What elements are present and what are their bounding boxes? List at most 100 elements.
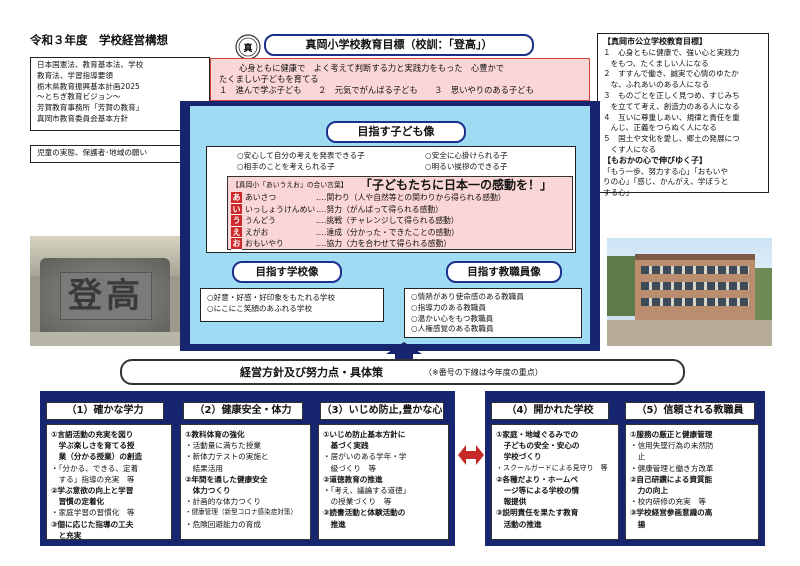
document-title: 令和３年度 学校経営構想 xyxy=(30,33,168,47)
aiueo-table: ああいさつ ‥‥関わり（人や自然等との関わりから得られる感動） いいっしょうけんめ… xyxy=(231,192,506,250)
column-line: ②学ぶ意欲の向上と学習 xyxy=(51,486,134,496)
column-line: 力の向上 xyxy=(630,486,668,496)
school-goal-title: 真岡小学校教育目標（校訓：「登高」） xyxy=(264,34,534,56)
stone-engraving: 登高 xyxy=(68,276,144,316)
child-image-box: ○安心して自分の考えを発表できる子 ○安全に心掛けられる子 ○相手のことを考えら… xyxy=(206,146,576,253)
column-line: 推進 xyxy=(323,519,346,529)
column-line: ・信用失墜行為の未然防 xyxy=(630,441,714,451)
column-line: ・計画的な体力つくり xyxy=(185,497,261,507)
city-goal-line: ５ 国土や文化を愛し、郷土の発展につ xyxy=(603,134,740,144)
column-line: ・健康管理と働き方改革 xyxy=(630,463,714,473)
aiueo-box: 【真岡小「あいうえお」の合い言葉】 「子どもたちに日本一の感動を！」 ああいさつ… xyxy=(227,176,573,250)
double-arrow-stem xyxy=(466,451,476,459)
policy-header: 経営方針及び努力点・具体策 （※番号の下線は今年度の重点） xyxy=(120,359,685,385)
column-line: ・家庭学習の習慣化 等 xyxy=(51,508,135,518)
policy-column: ①教科体育の強化 ・活動量に満ちた授業 ・新体力テストの実施と 結果活用 ②年間… xyxy=(180,424,311,540)
aiueo-word: うんどう xyxy=(245,216,276,225)
policy-column: ①家庭・地域ぐるみでの 子どもの安全・安心の 学校づくり ・スクールガードによる… xyxy=(491,424,619,540)
city-goal-line: ４ 互いに尊重しあい、規律と責任を重 xyxy=(603,112,740,122)
aiueo-row: いいっしょうけんめい‥‥努力（がんばって得られる感動） xyxy=(231,203,506,215)
child-item: ○相手のことを考えられる子 xyxy=(237,162,335,171)
kana-badge: お xyxy=(231,238,242,250)
staff-image-item: ○人権感覚のある教職員 xyxy=(411,324,494,334)
double-arrow-right-icon xyxy=(476,445,484,465)
policy-column: ①いじめ防止基本方針に 基づく実践 ・居がいのある学年・学 級づくり 等 ②道徳… xyxy=(318,424,449,540)
column-line: ・活動量に満ちた授業 xyxy=(185,441,261,451)
column-title: （5）信頼される教職員 xyxy=(625,402,755,420)
slogan: 「子どもたちに日本一の感動を！」 xyxy=(360,178,553,192)
up-arrow-icon xyxy=(386,342,422,354)
child-item: ○安心して自分の考えを発表できる子 xyxy=(237,151,365,160)
school-goal-box: 心身ともに健康で よく考えて判断する力と実践力をもった 心豊かで たくましい子ど… xyxy=(210,58,590,101)
column-line: ・危険回避能力の育成 xyxy=(185,519,261,529)
school-building-photo xyxy=(607,238,772,346)
school-goal-line: たくましい子どもを育てる xyxy=(219,74,319,84)
policy-note: （※番号の下線は今年度の重点） xyxy=(424,368,543,377)
laws-line: 栃木県教育振興基本計画2025 xyxy=(37,81,140,91)
kana-badge: え xyxy=(231,226,242,238)
stone-photo: 登高 xyxy=(30,236,180,346)
aiueo-desc: ‥‥関わり（人や自然等との関わりから得られる感動） xyxy=(316,193,506,202)
aiueo-word: いっしょうけんめい xyxy=(245,204,316,214)
column-line: ①教科体育の強化 xyxy=(185,430,245,439)
staff-image-title: 目指す教職員像 xyxy=(446,261,562,283)
double-arrow-left-icon xyxy=(458,445,466,465)
column-line: ①服務の厳正と健康管理 xyxy=(630,430,713,439)
column-line: ②道徳教育の推進 xyxy=(323,474,383,484)
column-line: ③個に応じた指導の工夫 xyxy=(51,519,134,529)
aiueo-row: ええがお‥‥達成（分かった・できたことの感動） xyxy=(231,226,506,238)
svg-text:真: 真 xyxy=(243,42,252,54)
school-image-item: ○好意・好感・好印象をもたれる学校 xyxy=(207,293,336,302)
column-line: ・校内研修の充実 等 xyxy=(630,497,706,507)
laws-line: 日本国憲法、教育基本法、学校 xyxy=(37,60,144,69)
kokoro-line: する心」 xyxy=(603,188,634,198)
kana-badge: あ xyxy=(231,192,242,204)
city-goal-line: １ 心身ともに健康で、強い心と実践力 xyxy=(603,47,740,57)
city-goal-box: 【真岡市公立学校教育目標】 １ 心身ともに健康で、強い心と実践力 をもつ、たくま… xyxy=(597,33,769,197)
column-line: ②年間を通した健康安全 xyxy=(185,474,268,484)
column-line: ②各種だより・ホームペ xyxy=(496,474,578,484)
column-line: ①家庭・地域ぐるみでの xyxy=(496,430,579,439)
column-line: と充実 xyxy=(51,530,82,540)
column-line: 止 xyxy=(630,452,646,462)
column-title: （4）開かれた学校 xyxy=(491,402,609,420)
staff-image-item: ○指導力のある教職員 xyxy=(411,302,486,312)
city-goal-line: を立てて考え、創造力のある人になる xyxy=(603,101,740,111)
column-line: 子どもの安全・安心の xyxy=(496,441,580,451)
policy-column: ①言語活動の充実を図り 学ぶ楽しさを育てる授 業（分かる授業）の創造 ・「分かる… xyxy=(46,424,172,540)
column-line: 学ぶ楽しさを育てる授 xyxy=(51,441,135,451)
aiueo-row: ううんどう‥‥挑戦（チャレンジして得られる感動） xyxy=(231,215,506,227)
city-goal-line: な、ふれあいのある人になる xyxy=(603,80,710,90)
up-arrow-stem xyxy=(395,353,413,359)
city-goal-line: んじ、正義をつらぬく人になる xyxy=(603,123,717,133)
column-line: ・「考え、議論する道徳」 xyxy=(323,486,411,496)
school-goal-sub: １ 進んで学ぶ子ども ２ 元気でがんばる子ども ３ 思いやりのある子ども xyxy=(219,85,534,95)
column-line: の授業づくり 等 xyxy=(323,497,392,507)
city-goal-line: ３ ものごとを正しく見つめ、すじみち xyxy=(603,90,740,100)
column-line: ①言語活動の充実を図り xyxy=(51,430,134,439)
aiueo-desc: ‥‥努力（がんばって得られる感動） xyxy=(316,204,443,214)
column-line: 揚 xyxy=(630,519,646,529)
aiueo-row: おおもいやり‥‥協力（力を合わせて得られる感動） xyxy=(231,238,506,250)
laws-line: 教育法、学習指導要領 xyxy=(37,70,113,80)
laws-line: 真岡市教育委員会基本方針 xyxy=(37,113,129,123)
column-line: ①いじめ防止基本方針に xyxy=(323,430,406,439)
column-title: （3）いじめ防止,豊かな心 xyxy=(320,402,444,420)
column-line: ③学校経営参画意識の高 xyxy=(630,508,713,518)
child-image-title: 目指す子ども像 xyxy=(326,121,466,143)
policy-column: ①服務の厳正と健康管理 ・信用失墜行為の未然防 止 ・健康管理と働き方改革 ②自… xyxy=(625,424,759,540)
aiueo-desc: ‥‥達成（分かった・できたことの感動） xyxy=(316,227,459,237)
aiueo-word: あいさつ xyxy=(245,193,277,202)
laws-line: 芳賀教育事務所「芳賀の教育」 xyxy=(37,103,144,113)
aiueo-label: 【真岡小「あいうえお」の合い言葉】 xyxy=(232,181,348,189)
column-line: 級づくり 等 xyxy=(323,463,377,473)
column-line: 報提供 xyxy=(496,497,527,507)
community-text: 児童の実態、保護者･地域の願い xyxy=(37,148,148,157)
school-emblem-icon: 真 xyxy=(234,33,262,61)
column-line: 体力つくり xyxy=(185,486,231,496)
staff-image-item: ○情熱があり使命感のある教職員 xyxy=(411,292,524,301)
school-image-title: 目指す学校像 xyxy=(232,261,342,283)
child-item: ○安全に心掛けられる子 xyxy=(425,151,508,160)
kokoro-title: 【もおかの心で伸びゆく子】 xyxy=(603,155,707,165)
laws-line: ～とちぎ教育ビジョン～ xyxy=(37,92,121,102)
